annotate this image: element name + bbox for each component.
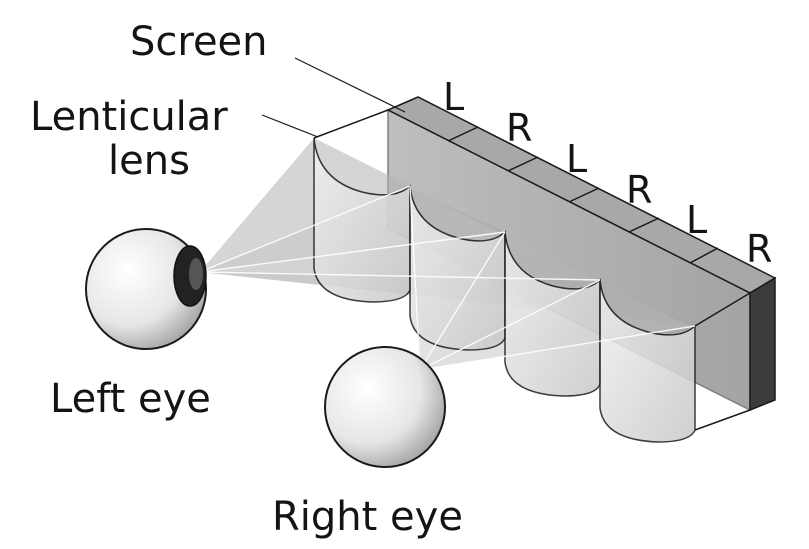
pixel-dividers <box>447 126 719 264</box>
left-pupil <box>189 258 203 290</box>
pixel-label: R <box>626 168 652 212</box>
pixel-column-labels: L R L R L R <box>443 75 772 271</box>
screen-end-face <box>749 276 776 412</box>
leader-lines <box>261 57 406 138</box>
ray-lines <box>199 185 696 371</box>
pixel-label: L <box>566 137 587 181</box>
pixel-label: L <box>443 75 464 119</box>
lenticular-lenses <box>313 109 751 443</box>
lenticular-lens-label-line2: lens <box>108 138 190 184</box>
right-eyeball <box>324 346 446 468</box>
pixel-label: R <box>506 106 532 150</box>
left-eye-label: Left eye <box>50 376 211 422</box>
screen-label: Screen <box>130 19 268 65</box>
screen-leader-line <box>294 57 406 113</box>
right-eye-label: Right eye <box>272 494 463 540</box>
lens-leader-line <box>261 114 319 138</box>
pixel-label: L <box>686 198 707 242</box>
right-eye <box>324 346 446 468</box>
pixel-label: R <box>746 227 772 271</box>
left-eye <box>85 228 207 350</box>
lenticular-lens-label-line1: Lenticular <box>30 94 228 140</box>
